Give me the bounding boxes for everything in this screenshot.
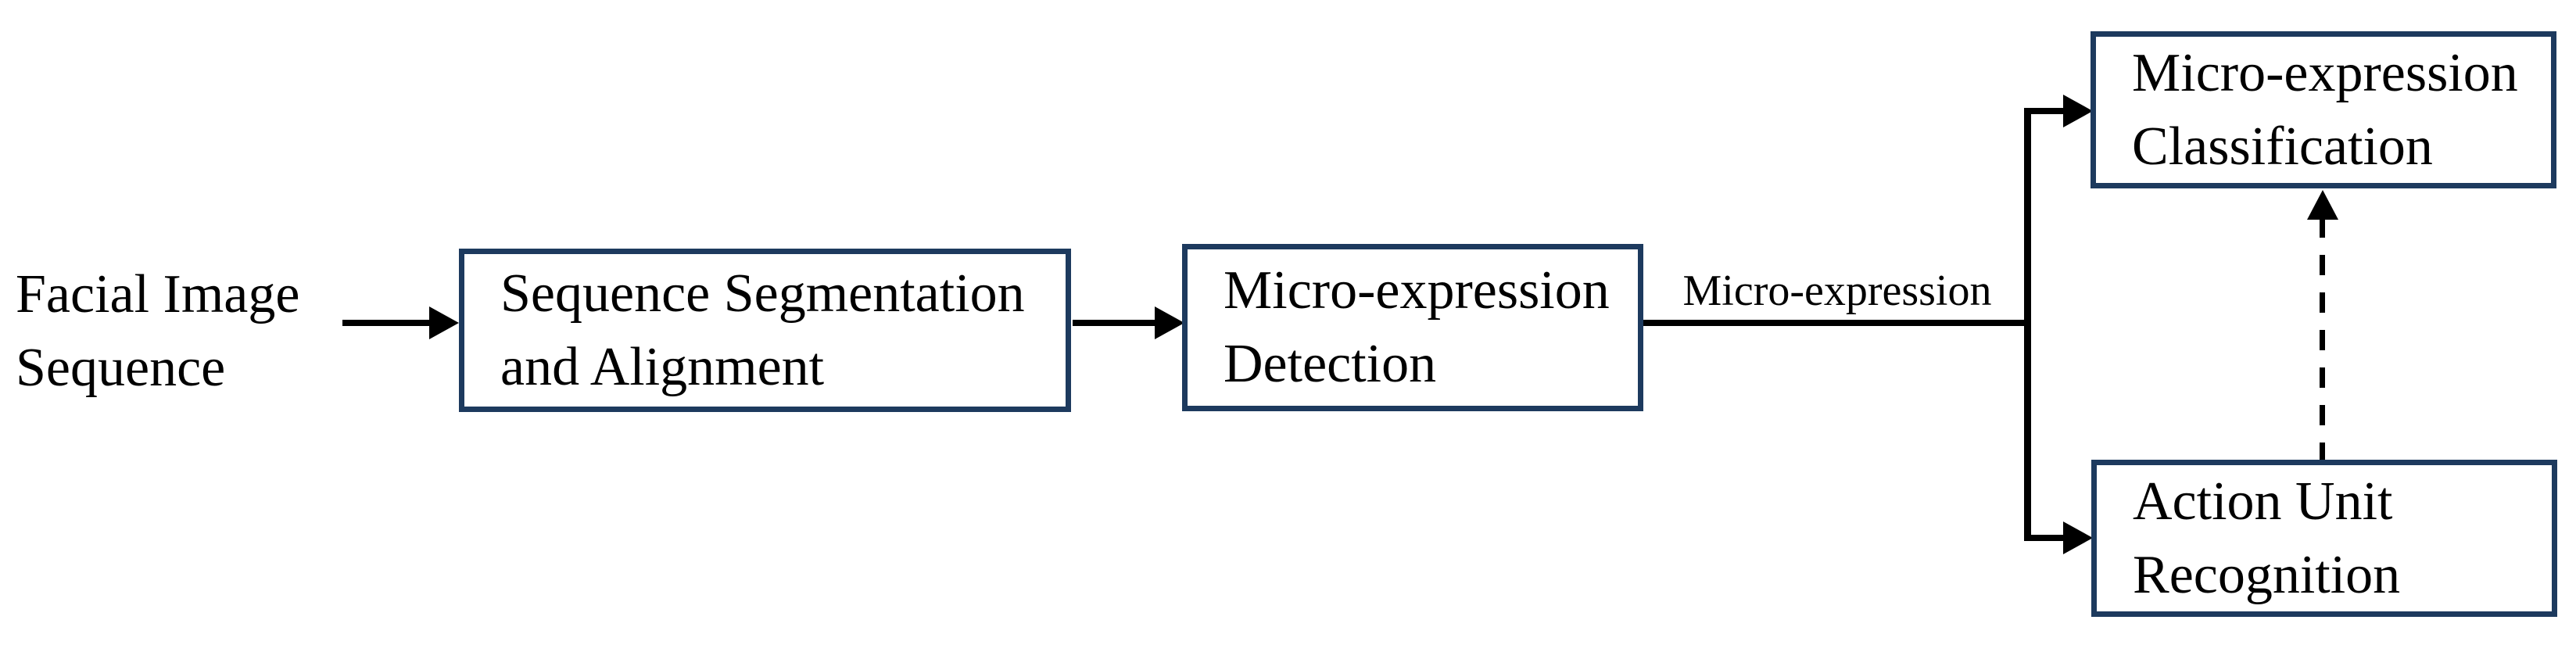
node-text-line1: Sequence Segmentation <box>500 263 1025 324</box>
arrow-segmentation-to-detection <box>1073 320 1155 326</box>
node-action-unit-recognition: Action Unit Recognition <box>2091 460 2557 617</box>
node-text-line1: Micro-expression <box>2132 42 2518 103</box>
source-label-line2: Sequence <box>16 338 226 398</box>
node-micro-expression-detection: Micro-expression Detection <box>1182 244 1643 411</box>
node-sequence-segmentation-and-alignment: Sequence Segmentation and Alignment <box>459 249 1071 412</box>
node-text-line1: Micro-expression <box>1224 260 1610 321</box>
source-label: Facial Image Sequence <box>16 258 299 405</box>
arrowhead-right-icon <box>1155 306 1184 339</box>
arrowhead-right-icon <box>2063 95 2093 127</box>
arrow-source-to-segmentation <box>342 320 429 326</box>
edge-label-micro-expression: Micro-expression <box>1682 267 1992 315</box>
arrowhead-up-icon <box>2307 190 2338 220</box>
branch-vertical-line <box>2024 108 2031 541</box>
node-text-line2: Recognition <box>2133 544 2401 605</box>
node-text-line2: Detection <box>1224 334 1437 394</box>
node-text-line2: Classification <box>2132 116 2433 177</box>
arrowhead-right-icon <box>2063 521 2093 554</box>
arrow-branch-to-classification <box>2024 108 2064 114</box>
node-text-line1: Action Unit <box>2133 471 2393 532</box>
arrowhead-right-icon <box>429 306 459 339</box>
edge-detection-to-branch <box>1643 320 2031 326</box>
arrow-branch-to-action-unit <box>2024 535 2064 541</box>
node-text-line2: and Alignment <box>500 336 825 397</box>
source-label-line1: Facial Image <box>16 264 300 324</box>
dashed-arrow-action-unit-to-classification <box>2320 217 2325 460</box>
node-micro-expression-classification: Micro-expression Classification <box>2091 31 2556 188</box>
